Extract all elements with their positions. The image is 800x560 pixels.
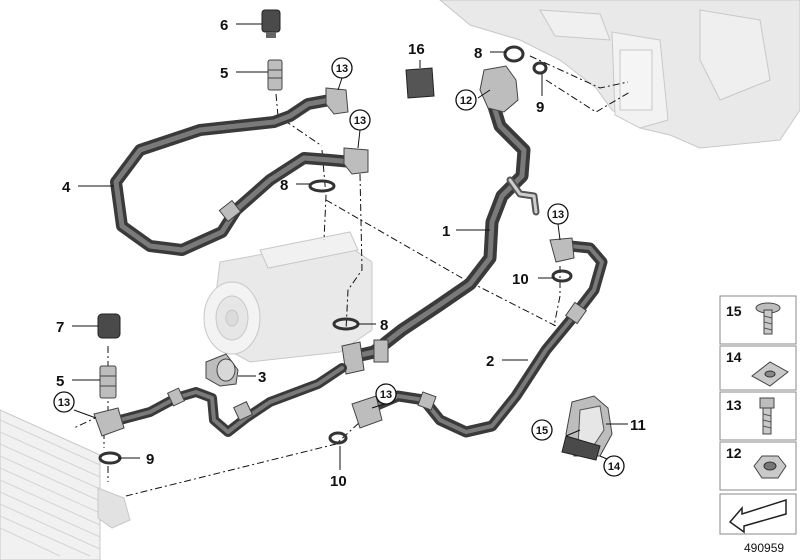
callout-7: 7 (56, 319, 64, 336)
callout-6: 6 (220, 17, 228, 34)
circled-12: 12 (455, 89, 477, 111)
callout-10-bottom: 10 (330, 473, 347, 490)
hose-3 (110, 87, 369, 256)
circled-14: 14 (603, 455, 625, 477)
hose-2 (351, 237, 608, 438)
svg-text:13: 13 (354, 115, 366, 127)
label-16 (405, 67, 435, 99)
diagram-id: 490959 (744, 541, 784, 555)
circled-13-c: 13 (547, 203, 569, 225)
svg-text:13: 13 (336, 63, 348, 75)
callout-16: 16 (408, 41, 425, 58)
circled-13-b: 13 (349, 109, 371, 131)
legend-row-14: 14 (719, 345, 797, 391)
hex-nut-icon (753, 455, 787, 479)
callout-8-mid: 8 (280, 177, 288, 194)
callout-9-top: 9 (536, 99, 544, 116)
callout-5-bottom: 5 (56, 373, 64, 390)
bolt-icon (759, 397, 775, 435)
svg-text:13: 13 (380, 389, 392, 401)
valve-core-5-bottom (99, 365, 117, 399)
callout-10-right: 10 (512, 271, 529, 288)
legend-panel: 15 14 13 12 (719, 295, 797, 535)
callout-2: 2 (486, 353, 494, 370)
svg-text:14: 14 (608, 461, 621, 473)
legend-row-12: 12 (719, 441, 797, 491)
svg-text:12: 12 (460, 95, 472, 107)
circled-13-d: 13 (375, 383, 397, 405)
circled-callouts: 13 13 13 13 13 12 15 14 (53, 57, 625, 477)
clip-nut-icon (751, 361, 789, 387)
screw-icon (755, 302, 781, 335)
valve-core-5-top (267, 59, 283, 91)
circled-13-e: 13 (53, 391, 75, 413)
callout-3: 4 (62, 179, 71, 196)
svg-text:15: 15 (536, 425, 548, 437)
condenser-ghost (0, 409, 131, 560)
callout-11: 11 (630, 417, 646, 434)
hose-1 (341, 65, 540, 375)
pipe-4 (115, 353, 347, 437)
callout-8-top: 8 (474, 45, 482, 62)
direction-arrow-icon (728, 498, 787, 534)
callout-numbers: 6 5 4 8 1 16 8 9 10 8 7 2 3 5 9 10 11 (56, 17, 646, 490)
svg-text:13: 13 (58, 397, 70, 409)
svg-text:13: 13 (552, 209, 564, 221)
callout-9-bottom: 9 (146, 451, 154, 468)
legend-row-13: 13 (719, 391, 797, 441)
valve-cap-6 (261, 9, 281, 38)
svg-text:12: 12 (726, 445, 742, 461)
svg-text:15: 15 (726, 303, 742, 319)
svg-text:14: 14 (726, 349, 742, 365)
circled-leaders (73, 77, 561, 419)
circled-13-a: 13 (331, 57, 353, 79)
svg-text:13: 13 (726, 397, 742, 413)
callout-8-low: 8 (380, 317, 388, 334)
valve-cap-7 (97, 313, 121, 339)
bracket-left (93, 407, 125, 437)
callout-1: 1 (442, 223, 450, 240)
legend-row-arrow (719, 493, 797, 535)
circled-15: 15 (531, 419, 553, 441)
evaporator-housing-ghost (439, 0, 800, 149)
compressor-ghost (203, 231, 373, 363)
callout-4: 3 (258, 369, 266, 386)
callout-5-top: 5 (220, 65, 228, 82)
clamp-11 (561, 395, 613, 461)
legend-row-15: 15 (719, 295, 797, 345)
